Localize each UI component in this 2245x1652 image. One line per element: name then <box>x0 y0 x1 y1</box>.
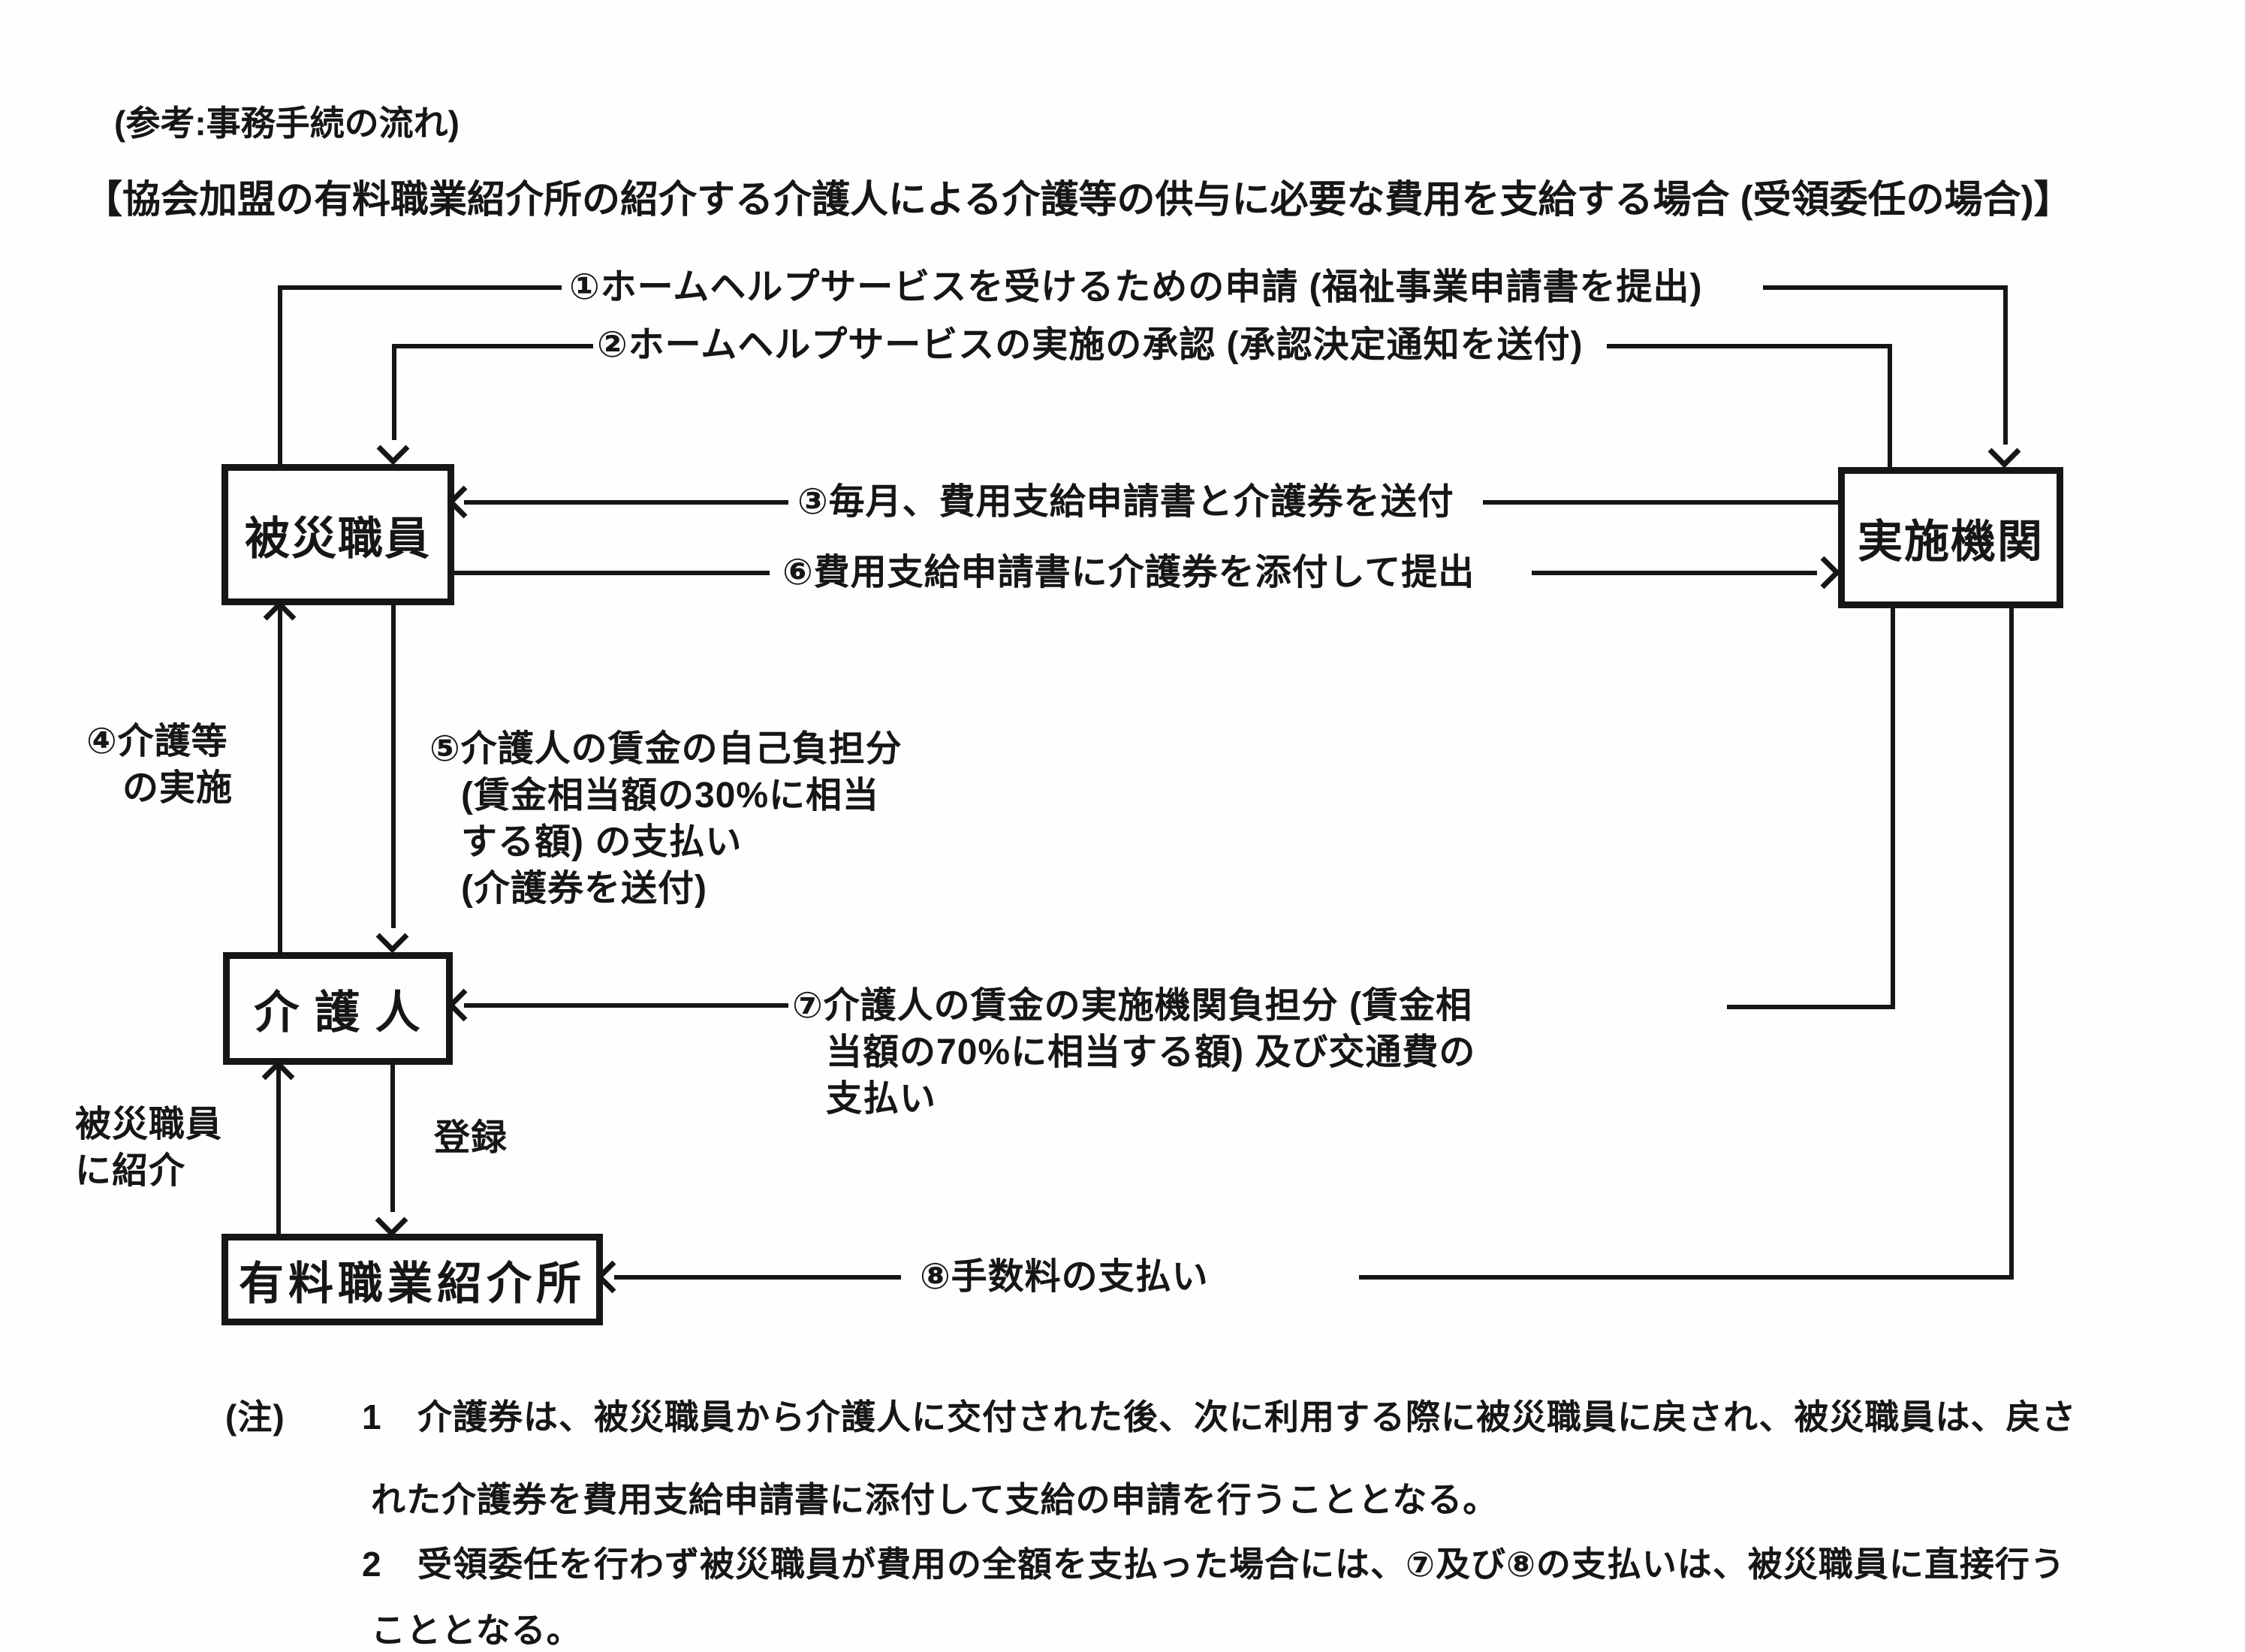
flow3-line-left <box>464 500 788 505</box>
flow5-line <box>391 605 396 928</box>
flow1-label: ①ホームヘルプサービスを受けるための申請 (福祉事業申請書を提出) <box>569 267 1703 307</box>
flow5-label-line4: (介護券を送付) <box>461 869 707 909</box>
note1-number: 1 <box>362 1397 382 1436</box>
flow7-line-right <box>1727 1005 1895 1009</box>
node-caregiver: 介 護 人 <box>223 952 453 1065</box>
flow5-label-line1: ⑤介護人の賃金の自己負担分 <box>429 729 903 769</box>
flow6-line-left <box>454 571 770 575</box>
flow6-label: ⑥費用支給申請書に介護券を添付して提出 <box>782 553 1475 592</box>
flow4-arrowhead-up-icon <box>263 600 297 634</box>
flow1-line-right-drop <box>2003 285 2008 445</box>
refer-label-line1: 被災職員 <box>75 1105 223 1144</box>
note1-line1: 介護券は、被災職員から介護人に交付された後、次に利用する際に被災職員に戻され、被… <box>417 1397 2077 1436</box>
flow5-label-line3: する額) の支払い <box>461 822 743 862</box>
flow1-line-right <box>1763 285 2008 290</box>
flow6-line-right <box>1532 571 1817 575</box>
flow3-line-right <box>1483 500 1838 505</box>
flow8-line-left <box>614 1275 901 1280</box>
flow2-arrowhead-down-icon <box>376 432 410 466</box>
note-marker: (注) <box>225 1397 285 1436</box>
node-employment-agency: 有料職業紹介所 <box>221 1234 603 1325</box>
flow8-line-right <box>1359 1275 2014 1280</box>
refer-arrowhead-up-icon <box>261 1060 295 1093</box>
flow1-line-left-drop <box>278 285 282 466</box>
flow2-line-right <box>1607 344 1892 348</box>
note2-line1: 受領委任を行わず被災職員が費用の全額を支払った場合には、⑦及び⑧の支払いは、被災… <box>417 1545 2066 1584</box>
flow3-label: ③毎月、費用支給申請書と介護券を送付 <box>797 482 1454 522</box>
flow4-line <box>278 607 282 952</box>
register-line <box>390 1065 395 1212</box>
flow1-line-left <box>278 285 562 290</box>
refer-label-line2: に紹介 <box>75 1151 186 1191</box>
refer-line <box>276 1066 281 1235</box>
flow2-line-left <box>392 344 593 348</box>
flow8-line-drop <box>2009 608 2014 1280</box>
note2-line2: こととなる。 <box>371 1611 582 1650</box>
flow2-line-left-drop <box>392 344 396 440</box>
page-subtitle: (参考:事務手続の流れ) <box>114 104 460 143</box>
flow2-line-right-drop <box>1888 344 1892 467</box>
flow5-label-line2: (賃金相当額の30%に相当 <box>461 776 880 815</box>
flow2-label: ②ホームヘルプサービスの実施の承認 (承認決定通知を送付) <box>597 325 1584 365</box>
flow8-label: ⑧手数料の支払い <box>920 1257 1209 1297</box>
note2-number: 2 <box>362 1545 382 1584</box>
register-label: 登録 <box>434 1118 508 1158</box>
flow6-arrowhead-right-icon <box>1807 556 1841 589</box>
flow7-label-line3: 支払い <box>826 1079 937 1119</box>
node-victim-employee: 被災職員 <box>221 464 454 605</box>
flow7-line-drop <box>1891 608 1895 1009</box>
flow7-label-line2: 当額の70%に相当する額) 及び交通費の <box>826 1032 1476 1072</box>
flow1-arrowhead-down-icon <box>1987 435 2021 469</box>
flow7-label-line1: ⑦介護人の賃金の実施機関負担分 (賃金相 <box>792 986 1472 1026</box>
node-implementing-agency: 実施機関 <box>1838 467 2063 608</box>
flow7-line-left <box>464 1003 788 1008</box>
page-title: 【協会加盟の有料職業紹介所の紹介する介護人による介護等の供与に必要な費用を支給す… <box>84 178 2072 221</box>
flow5-arrowhead-down-icon <box>375 920 409 954</box>
flow4-label-line1: ④介護等 <box>86 722 228 761</box>
note1-line2: れた介護券を費用支給申請書に添付して支給の申請を行うこととなる。 <box>371 1480 1499 1519</box>
register-arrowhead-down-icon <box>375 1204 408 1237</box>
flow4-label-line2: の実施 <box>122 768 234 808</box>
